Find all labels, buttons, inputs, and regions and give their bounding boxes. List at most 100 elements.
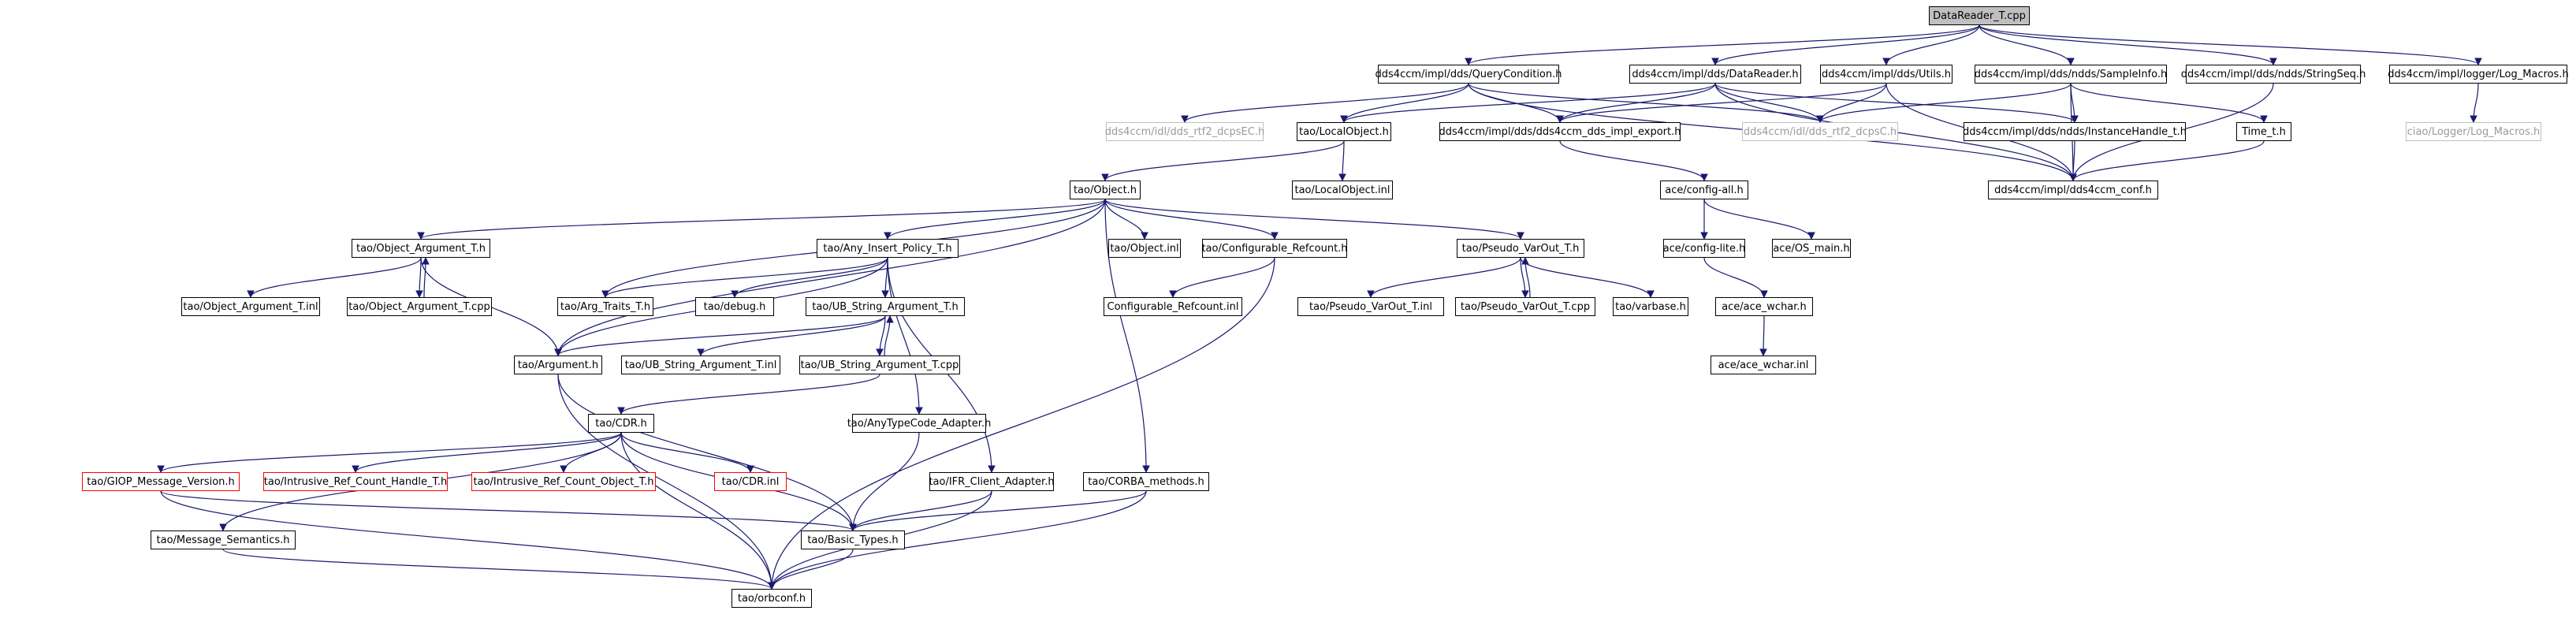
arrowhead-anyinsert-to-debug — [731, 290, 739, 299]
node-data-reader-h[interactable]: dds4ccm/impl/dds/DataReader.h — [1629, 65, 1801, 84]
node-cdr-inl[interactable]: tao/CDR.inl — [714, 472, 787, 491]
edge-corbamethods-to-basictypes — [852, 490, 1147, 531]
node-intrusive-ref-count-object-t-h[interactable]: tao/Intrusive_Ref_Count_Object_T.h — [471, 472, 656, 491]
arrowhead-cdr-to-intrusiveObject — [560, 465, 568, 474]
edge-anytypecode-to-basictypes — [852, 432, 920, 531]
edge-querycond-to-rtf2ec — [1184, 83, 1469, 123]
node-any-insert-policy-t-h[interactable]: tao/Any_Insert_Policy_T.h — [817, 239, 959, 258]
edge-anyinsert-to-debug — [734, 257, 888, 298]
node-giop-message-version-h[interactable]: tao/GIOP_Message_Version.h — [82, 472, 240, 491]
edge-pseudovarout-to-varbase — [1520, 257, 1651, 298]
edge-datareader-to-export — [1559, 83, 1716, 123]
node-ub-string-argument-t-inl[interactable]: tao/UB_String_Argument_T.inl — [621, 356, 780, 374]
arrowhead-cdr-to-msgsemantics — [219, 523, 227, 532]
node-orbconf-h[interactable]: tao/orbconf.h — [731, 589, 812, 608]
node-dds4ccm-conf-h[interactable]: dds4ccm/impl/dds4ccm_conf.h — [1988, 181, 2158, 199]
arrowhead-ubstringargTcpp-to-ubstringargT — [886, 315, 894, 323]
node-sample-info-h[interactable]: dds4ccm/impl/dds/ndds/SampleInfo.h — [1975, 65, 2167, 84]
arrowhead-utils-to-export — [1556, 115, 1564, 124]
node-object-argument-t-cpp[interactable]: tao/Object_Argument_T.cpp — [347, 297, 492, 316]
node-pseudo-varout-t-cpp[interactable]: tao/Pseudo_VarOut_T.cpp — [1455, 297, 1595, 316]
node-object-argument-t-h[interactable]: tao/Object_Argument_T.h — [352, 239, 490, 258]
edge-ubstringargT-to-ubstringargTinl — [700, 315, 886, 356]
node-cdr-h[interactable]: tao/CDR.h — [588, 414, 654, 433]
node-time-t-h[interactable]: Time_t.h — [2236, 122, 2291, 141]
node-ifr-client-adapter-h[interactable]: tao/IFR_Client_Adapter.h — [929, 472, 1055, 491]
edge-root-to-sampleinfo — [1979, 24, 2072, 65]
node-query-condition-h[interactable]: dds4ccm/impl/dds/QueryCondition.h — [1375, 65, 1562, 84]
arrowhead-object-to-objargT — [417, 232, 425, 240]
edge-basictypes-to-orbconf — [771, 549, 854, 590]
edge-object-to-pseudovarout — [1104, 199, 1521, 240]
arrowhead-sampleinfo-to-rtf2c — [1816, 115, 1824, 124]
arrowhead-timet-to-conf — [2069, 173, 2077, 182]
node-arg-traits-t-h[interactable]: tao/Arg_Traits_T.h — [557, 297, 653, 316]
arrowhead-object-to-anyinsert — [884, 232, 892, 240]
node-ub-string-argument-t-h[interactable]: tao/UB_String_Argument_T.h — [806, 297, 965, 316]
arrowhead-root-to-datareader — [1711, 58, 1719, 66]
arrowhead-object-to-confrefcount — [1271, 232, 1279, 240]
edge-datareader-to-instancehandle — [1714, 83, 2075, 123]
node-debug-h[interactable]: tao/debug.h — [695, 297, 774, 316]
node-ub-string-argument-t-cpp[interactable]: tao/UB_String_Argument_T.cpp — [799, 356, 960, 374]
node-instance-handle-h[interactable]: dds4ccm/impl/dds/ndds/InstanceHandle_t.h — [1963, 122, 2187, 141]
edge-cdr-to-cdrinl — [620, 432, 751, 473]
arrowhead-ubstringargTcpp-to-cdr — [617, 407, 625, 415]
node-basic-types-h[interactable]: tao/Basic_Types.h — [801, 531, 905, 549]
node-ace-wchar-h[interactable]: ace/ace_wchar.h — [1715, 297, 1813, 316]
node-intrusive-ref-count-handle-t-h[interactable]: tao/Intrusive_Ref_Count_Handle_T.h — [263, 472, 448, 491]
node-corba-methods-h[interactable]: tao/CORBA_methods.h — [1083, 472, 1209, 491]
arrowhead-localobj-to-object — [1101, 173, 1109, 182]
edge-confrefcount-to-orbconf — [771, 257, 1275, 590]
arrowhead-object-to-objectinl — [1141, 232, 1148, 240]
arrowhead-objargTcpp-to-objargT — [422, 256, 430, 265]
edge-pseudovarout-to-pseudovaroutinl — [1370, 257, 1521, 298]
arrowhead-root-to-logmacros — [2474, 58, 2482, 66]
node-object-inl[interactable]: tao/Object.inl — [1108, 239, 1181, 258]
arrowhead-ubstringargT-to-ubstringargTinl — [697, 348, 705, 357]
node-dds-impl-export-h[interactable]: dds4ccm/impl/dds/dds4ccm_dds_impl_export… — [1439, 122, 1681, 141]
node-varbase-h[interactable]: tao/varbase.h — [1613, 297, 1688, 316]
edge-ubstringargTcpp-to-cdr — [620, 374, 880, 415]
node-anytypecode-adapter-h[interactable]: tao/AnyTypeCode_Adapter.h — [847, 414, 991, 433]
node-pseudo-varout-t-inl[interactable]: tao/Pseudo_VarOut_T.inl — [1297, 297, 1444, 316]
arrowhead-objargT-to-objargTcpp — [415, 290, 423, 299]
node-object-argument-t-inl[interactable]: tao/Object_Argument_T.inl — [181, 297, 320, 316]
node-configurable-refcount-inl[interactable]: Configurable_Refcount.inl — [1104, 297, 1242, 316]
arrowhead-pseudovarout-to-varbase — [1647, 290, 1655, 299]
edge-ubstringargT-to-argument — [557, 315, 886, 356]
edge-cdr-to-intrusiveHandle — [355, 432, 622, 473]
node-ace-wchar-inl[interactable]: ace/ace_wchar.inl — [1711, 356, 1816, 374]
node-utils-h[interactable]: dds4ccm/impl/dds/Utils.h — [1820, 65, 1952, 84]
edge-querycond-to-rtf2c — [1468, 83, 1821, 123]
node-configurable-refcount-h[interactable]: tao/Configurable_Refcount.h — [1201, 239, 1348, 258]
edge-argument-to-basictypes — [557, 374, 854, 531]
edge-giop-to-basictypes — [160, 490, 854, 531]
node-dds-rtf2-dcpsec-h: dds4ccm/idl/dds_rtf2_dcpsEC.h — [1105, 122, 1264, 141]
node-pseudo-varout-t-h[interactable]: tao/Pseudo_VarOut_T.h — [1457, 239, 1584, 258]
arrowhead-datareader-to-localobj — [1340, 115, 1348, 124]
node-config-all-h[interactable]: ace/config-all.h — [1660, 181, 1748, 199]
node-message-semantics-h[interactable]: tao/Message_Semantics.h — [151, 531, 296, 549]
arrowhead-sampleinfo-to-instancehandle — [2071, 115, 2079, 124]
node-string-seq-h[interactable]: dds4ccm/impl/dds/ndds/StringSeq.h — [2181, 65, 2366, 84]
node-argument-h[interactable]: tao/Argument.h — [514, 356, 602, 374]
edge-cdr-to-orbconf — [620, 432, 772, 590]
node-os-main-h[interactable]: ace/OS_main.h — [1772, 239, 1851, 258]
arrowhead-anyinsert-to-ifrclient — [988, 465, 996, 474]
edge-objargT-to-objargTinl — [250, 257, 422, 298]
node-local-object-h[interactable]: tao/LocalObject.h — [1297, 122, 1391, 141]
edge-root-to-datareader — [1714, 24, 1980, 65]
arrowhead-cdr-to-intrusiveHandle — [352, 465, 359, 474]
node-local-object-inl[interactable]: tao/LocalObject.inl — [1292, 181, 1393, 199]
node-root-file: DataReader_T.cpp — [1929, 6, 2030, 25]
edge-root-to-logmacros — [1979, 24, 2479, 65]
edge-ifrclient-to-basictypes — [852, 490, 992, 531]
node-log-macros-h[interactable]: dds4ccm/impl/logger/Log_Macros.h — [2388, 65, 2569, 84]
node-config-lite-h[interactable]: ace/config-lite.h — [1663, 239, 1745, 258]
edge-anyinsert-to-argtraits — [605, 257, 888, 298]
node-object-h[interactable]: tao/Object.h — [1070, 181, 1141, 199]
edge-datareader-to-localobj — [1343, 83, 1716, 123]
arrowhead-object-to-corbamethods — [1142, 465, 1150, 474]
edge-corbamethods-to-orbconf — [771, 490, 1147, 590]
